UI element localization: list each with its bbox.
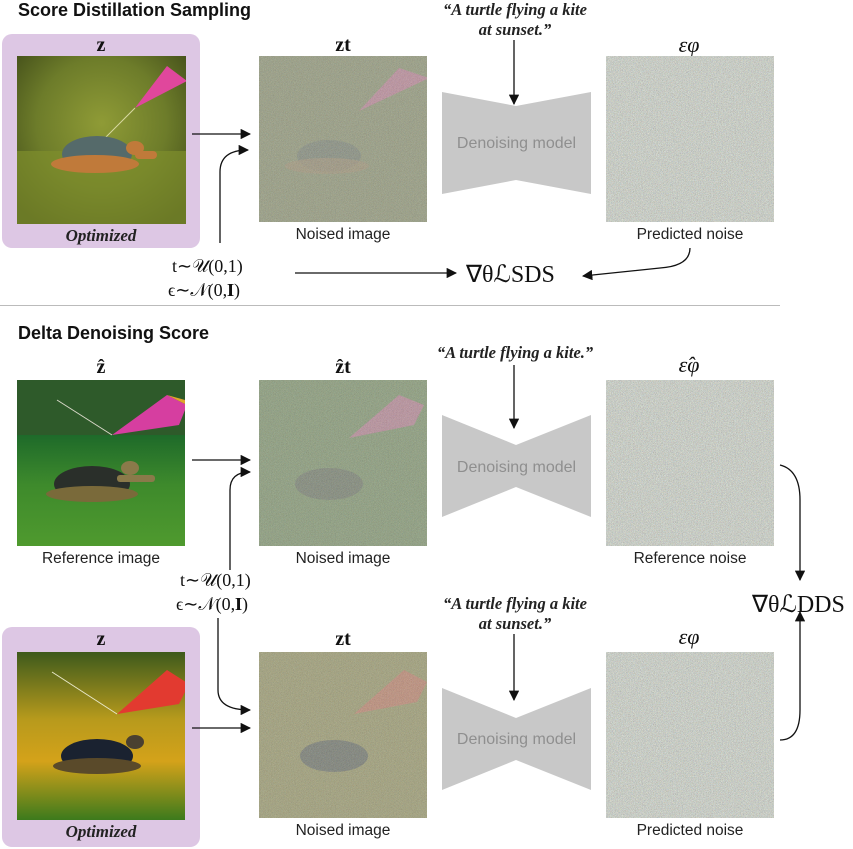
sds-prompt-line1: “A turtle flying a kite xyxy=(443,0,587,19)
sds-predicted-caption: Predicted noise xyxy=(636,226,744,243)
dds-prompt-line2: at sunset.” xyxy=(400,614,630,634)
dds-z-label: z xyxy=(96,628,106,650)
section-divider xyxy=(0,305,780,306)
dds-zhat-t-label: ẑt xyxy=(335,356,351,378)
dds-predicted-caption: Predicted noise xyxy=(636,822,744,839)
sds-zt-label: zt xyxy=(335,34,351,56)
dds-reference-image xyxy=(17,380,185,546)
dds-prompt-line1: “A turtle flying a kite xyxy=(443,594,587,613)
dds-sample-eps: ϵ∼𝒩(0,𝐈) xyxy=(176,594,249,614)
dds-ref-prompt: “A turtle flying a kite.” xyxy=(436,343,594,362)
dds-denoiser-opt xyxy=(442,688,591,790)
sds-prompt-line2: at sunset.” xyxy=(400,20,630,40)
dds-reference-caption: Reference image xyxy=(41,550,161,567)
dds-eps-label: εφ xyxy=(678,624,700,649)
sds-denoiser-label: Denoising model xyxy=(456,135,577,152)
sds-title: Score Distillation Sampling xyxy=(18,0,252,20)
dds-reference-noise-caption: Reference noise xyxy=(633,550,747,567)
sds-sample-eps: ϵ∼𝒩(0,𝐈) xyxy=(168,280,241,300)
sds-z-label: z xyxy=(96,34,106,56)
dds-optimized-image xyxy=(17,652,185,820)
dds-zhat-label: ẑ xyxy=(96,356,106,378)
sds-gradient: ∇θℒSDS xyxy=(466,262,555,288)
dds-prompt-highlight: at sunset xyxy=(474,614,541,633)
sds-denoiser xyxy=(442,92,591,194)
dds-title: Delta Denoising Score xyxy=(18,323,210,343)
sds-optimized-image xyxy=(17,56,186,224)
sds-eps-label: εφ xyxy=(678,32,700,57)
dds-noised-caption-ref: Noised image xyxy=(295,550,391,567)
dds-noised-image-opt xyxy=(259,652,427,818)
sds-noised-image xyxy=(259,56,427,222)
dds-epshat-label: ε̂φ xyxy=(678,352,700,377)
sds-prompt: “A turtle flying a kite at sunset.” xyxy=(400,0,630,40)
dds-noised-caption-opt: Noised image xyxy=(295,822,391,839)
sds-noised-caption: Noised image xyxy=(295,226,391,243)
dds-sample-t: t∼𝒰(0,1) xyxy=(180,570,251,590)
sds-predicted-noise-image xyxy=(606,56,774,222)
sds-sample-t: t∼𝒰(0,1) xyxy=(172,256,243,276)
sds-prompt-line2-end: .” xyxy=(538,20,552,39)
dds-zt-label: zt xyxy=(335,628,351,650)
dds-denoiser-label-opt: Denoising model xyxy=(456,731,577,748)
dds-prompt-line2-end: .” xyxy=(538,614,552,633)
dds-denoiser-label-ref: Denoising model xyxy=(456,459,577,476)
dds-noised-image-ref xyxy=(259,380,427,546)
sds-optimized-label: Optimized xyxy=(65,226,137,245)
dds-predicted-noise-image xyxy=(606,652,774,818)
dds-optimized-label: Optimized xyxy=(65,822,137,841)
dds-denoiser-ref xyxy=(442,415,591,517)
dds-target-prompt: “A turtle flying a kite at sunset.” xyxy=(400,594,630,634)
dds-reference-noise-image xyxy=(606,380,774,546)
sds-prompt-highlight: at sunset xyxy=(474,20,541,39)
